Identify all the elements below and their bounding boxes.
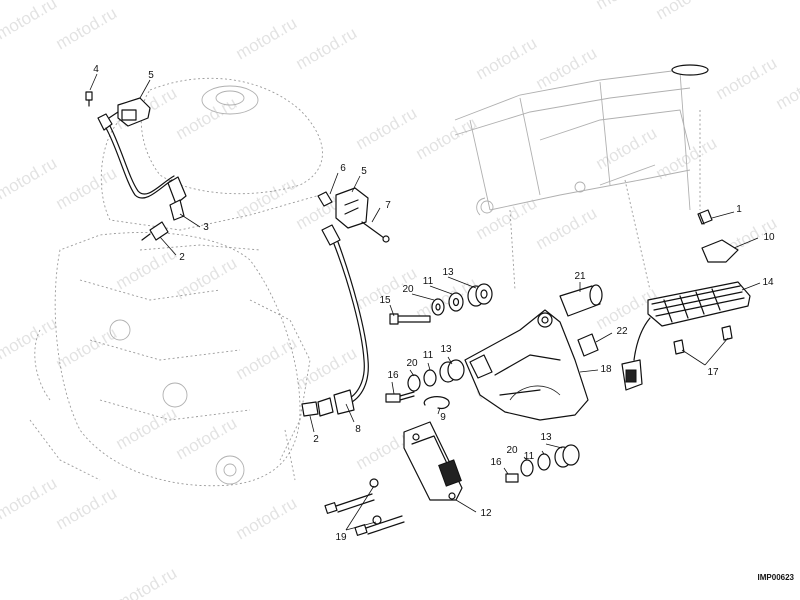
screw-7	[361, 221, 390, 243]
washer-20-top	[431, 298, 445, 316]
grommet-13-low	[554, 444, 580, 468]
watermark-text: motod.ru	[593, 123, 661, 173]
ht-lead-rear	[321, 224, 369, 405]
callout-20: 20	[406, 358, 418, 369]
callout-17: 17	[707, 367, 719, 378]
watermark-text: motod.ru	[53, 483, 121, 533]
callout-22: 22	[616, 326, 628, 337]
ignition-coil-rear	[317, 187, 369, 229]
watermark-text: motod.ru	[53, 3, 121, 53]
callout-13: 13	[442, 267, 454, 278]
washer-11-mid	[423, 369, 437, 387]
watermark-text: motod.ru	[233, 13, 301, 63]
washer-11-top	[448, 292, 464, 312]
watermark-text: motod.ru	[53, 163, 121, 213]
watermark-text: motod.ru	[533, 203, 601, 253]
callout-11: 11	[423, 350, 434, 361]
leader-lines	[89, 73, 761, 531]
frame-background	[454, 64, 709, 291]
washer-20-low	[520, 459, 534, 477]
bolts-19	[324, 478, 405, 536]
nut-1	[697, 209, 713, 225]
callout-2: 2	[179, 252, 185, 263]
callout-19: 19	[335, 532, 347, 543]
watermark-text: motod.ru	[233, 333, 301, 383]
watermark-text: motod.ru	[413, 0, 481, 3]
watermark-text: motod.ru	[353, 103, 421, 153]
callout-21: 21	[574, 271, 586, 282]
washer-20-mid	[407, 374, 421, 392]
watermark-text: motod.ru	[113, 563, 181, 600]
callout-5: 5	[361, 166, 367, 177]
spark-plug-left	[141, 221, 169, 241]
callout-9: 9	[440, 412, 446, 423]
screw-4	[85, 91, 93, 107]
watermark-text: motod.ru	[233, 173, 301, 223]
callout-5: 5	[148, 70, 154, 81]
callout-7: 7	[385, 200, 391, 211]
regulator-14	[621, 281, 751, 391]
callout-16: 16	[490, 457, 502, 468]
bracket-18	[464, 309, 589, 421]
watermark-text: motod.ru	[293, 23, 361, 73]
callout-20: 20	[506, 445, 518, 456]
drawing-code: IMP00623	[758, 573, 795, 582]
watermark-text: motod.ru	[713, 53, 781, 103]
watermark-text: motod.ru	[0, 473, 60, 523]
watermark-text: motod.ru	[0, 153, 60, 203]
callout-10: 10	[763, 232, 775, 243]
callout-3: 3	[203, 222, 209, 233]
callout-14: 14	[762, 277, 774, 288]
watermark-text: motod.ru	[0, 0, 60, 43]
plug-cap-angled	[167, 176, 187, 221]
callout-16: 16	[387, 370, 399, 381]
watermark-text: motod.ru	[653, 0, 721, 23]
watermark-text: motod.ru	[593, 0, 661, 13]
washer-11-low	[537, 453, 551, 471]
callout-13: 13	[440, 344, 452, 355]
screws-17	[673, 325, 733, 355]
clip-9	[423, 396, 450, 410]
callout-6: 6	[340, 163, 346, 174]
ht-lead-front	[105, 125, 175, 199]
watermark-text: motod.ru	[113, 403, 181, 453]
watermark-text: motod.ru	[473, 193, 541, 243]
plug-cap-rear	[301, 389, 355, 417]
callout-20: 20	[402, 284, 414, 295]
cable-clip-22	[577, 333, 599, 357]
callout-8: 8	[355, 424, 361, 435]
callout-labels: 4 5 3 2 6 5 7 1 10 14 21 13 11 20 15 22 …	[93, 64, 775, 543]
watermark-text: motod.ru	[293, 343, 361, 393]
callout-1: 1	[736, 204, 742, 215]
bolt-15	[389, 313, 431, 325]
callout-13: 13	[540, 432, 552, 443]
grommet-13-top	[467, 283, 493, 307]
grommet-13-mid	[439, 359, 465, 383]
watermark-text: motod.ru	[0, 313, 60, 363]
watermark-text: motod.ru	[233, 493, 301, 543]
callout-2: 2	[313, 434, 319, 445]
cap-10	[701, 239, 739, 263]
callout-15: 15	[379, 295, 391, 306]
ecu-12	[403, 421, 463, 501]
rubber-mount-21	[559, 284, 603, 317]
callout-12: 12	[480, 508, 492, 519]
watermark-text: motod.ru	[113, 243, 181, 293]
callout-18: 18	[600, 364, 612, 375]
callout-11: 11	[423, 276, 434, 287]
watermark-text: motod.ru	[473, 33, 541, 83]
bolt-16-low	[505, 473, 519, 483]
engine-background	[29, 77, 323, 487]
callout-11: 11	[524, 451, 535, 462]
callout-4: 4	[93, 64, 99, 75]
bolt-16-mid	[385, 391, 415, 403]
watermark-text: motod.ru	[173, 93, 241, 143]
